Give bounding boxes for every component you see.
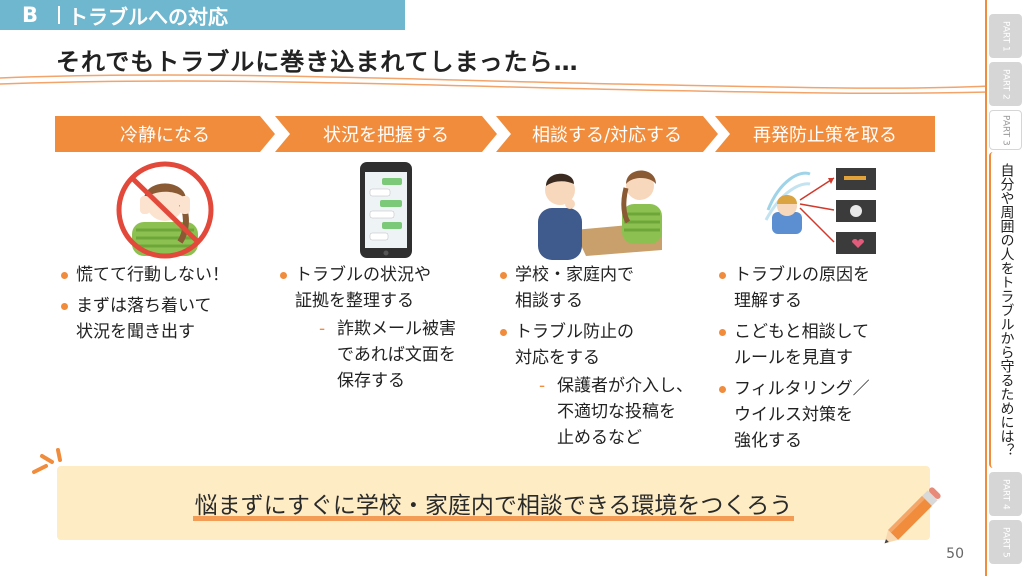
- column-calm: 慌てて行動しない！ まずは落ち着いて 状況を聞き出す: [58, 262, 258, 350]
- accent-marks-icon: [32, 448, 62, 474]
- consultation-illustration: [538, 170, 662, 260]
- section-separator: [58, 6, 61, 24]
- tab-part-4[interactable]: PART 4: [989, 472, 1022, 516]
- list-item: トラブルの状況や 証拠を整理する 詐欺メール被害 であれば文面を 保存する: [277, 262, 487, 394]
- tab-part-1[interactable]: PART 1: [989, 14, 1022, 58]
- wave-divider: [0, 74, 990, 95]
- tab-part-5[interactable]: PART 5: [989, 520, 1022, 564]
- page-title: それでもトラブルに巻き込まれてしまったら…: [56, 48, 579, 76]
- tab-part-3[interactable]: PART 3: [989, 110, 1022, 150]
- pencil-icon: [884, 487, 941, 544]
- bottom-message-box: 悩まずにすぐに学校・家庭内で相談できる環境をつくろう: [57, 466, 930, 540]
- list-item: 慌てて行動しない！: [58, 262, 258, 288]
- trouble-causes-illustration: [764, 168, 876, 254]
- section-title: トラブルへの対応: [68, 4, 229, 29]
- list-item: まずは落ち着いて 状況を聞き出す: [58, 293, 258, 345]
- step-prevent-recurrence: 再発防止策を取る: [715, 116, 935, 152]
- section-tag: B トラブルへの対応: [0, 0, 405, 30]
- list-item: 学校・家庭内で 相談する: [497, 262, 707, 314]
- page-number: 50: [946, 546, 964, 562]
- tab-part-3-topic[interactable]: 自分や周囲の人をトラブルから守るためには？: [989, 152, 1022, 468]
- step-calm-down: 冷静になる: [55, 116, 275, 152]
- sub-item: 詐欺メール被害 であれば文面を 保存する: [313, 316, 487, 394]
- column-grasp: トラブルの状況や 証拠を整理する 詐欺メール被害 であれば文面を 保存する: [277, 262, 487, 399]
- list-item: トラブル防止の 対応をする 保護者が介入し、 不適切な投稿を 止めるなど: [497, 319, 707, 451]
- no-panic-illustration: [116, 161, 214, 259]
- column-consult: 学校・家庭内で 相談する トラブル防止の 対応をする 保護者が介入し、 不適切な…: [497, 262, 707, 456]
- list-item: こどもと相談して ルールを見直す: [716, 319, 931, 371]
- column-prevent: トラブルの原因を 理解する こどもと相談して ルールを見直す フィルタリング／ …: [716, 262, 931, 459]
- list-item: フィルタリング／ ウイルス対策を 強化する: [716, 376, 931, 454]
- sub-item: 保護者が介入し、 不適切な投稿を 止めるなど: [533, 373, 707, 451]
- sidebar-divider: [985, 0, 987, 576]
- step-grasp-situation: 状況を把握する: [275, 116, 497, 152]
- step-consult-respond: 相談する/対応する: [496, 116, 718, 152]
- smartphone-illustration: [360, 162, 412, 258]
- process-steps: 冷静になる 状況を把握する 相談する/対応する 再発防止策を取る: [55, 116, 935, 152]
- list-item: トラブルの原因を 理解する: [716, 262, 931, 314]
- bottom-message: 悩まずにすぐに学校・家庭内で相談できる環境をつくろう: [192, 493, 795, 521]
- tab-part-2[interactable]: PART 2: [989, 62, 1022, 106]
- section-letter: B: [22, 3, 39, 27]
